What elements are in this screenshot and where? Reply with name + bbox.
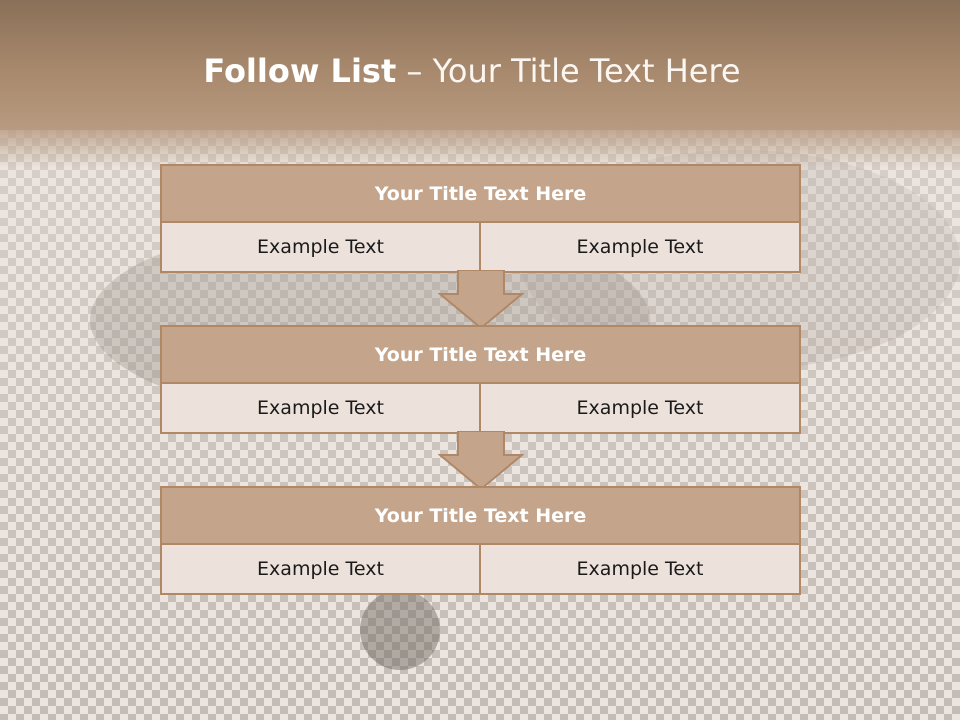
header-fade: [0, 128, 960, 168]
slide-title-rest: – Your Title Text Here: [406, 52, 741, 90]
block-title: Your Title Text Here: [160, 164, 801, 223]
block-cell-left: Example Text: [160, 543, 481, 595]
block-title: Your Title Text Here: [160, 486, 801, 545]
header-band: [0, 0, 960, 130]
block-title: Your Title Text Here: [160, 325, 801, 384]
down-arrow-icon: [438, 431, 524, 491]
slide-title-bold: Follow List: [203, 52, 397, 90]
block-cell-left: Example Text: [160, 221, 481, 273]
slide-title: Follow List – Your Title Text Here: [0, 52, 944, 90]
block-cell-left: Example Text: [160, 382, 481, 434]
block-cell-right: Example Text: [479, 221, 801, 273]
block-cell-right: Example Text: [479, 382, 801, 434]
down-arrow-icon: [438, 270, 524, 330]
block-cell-right: Example Text: [479, 543, 801, 595]
